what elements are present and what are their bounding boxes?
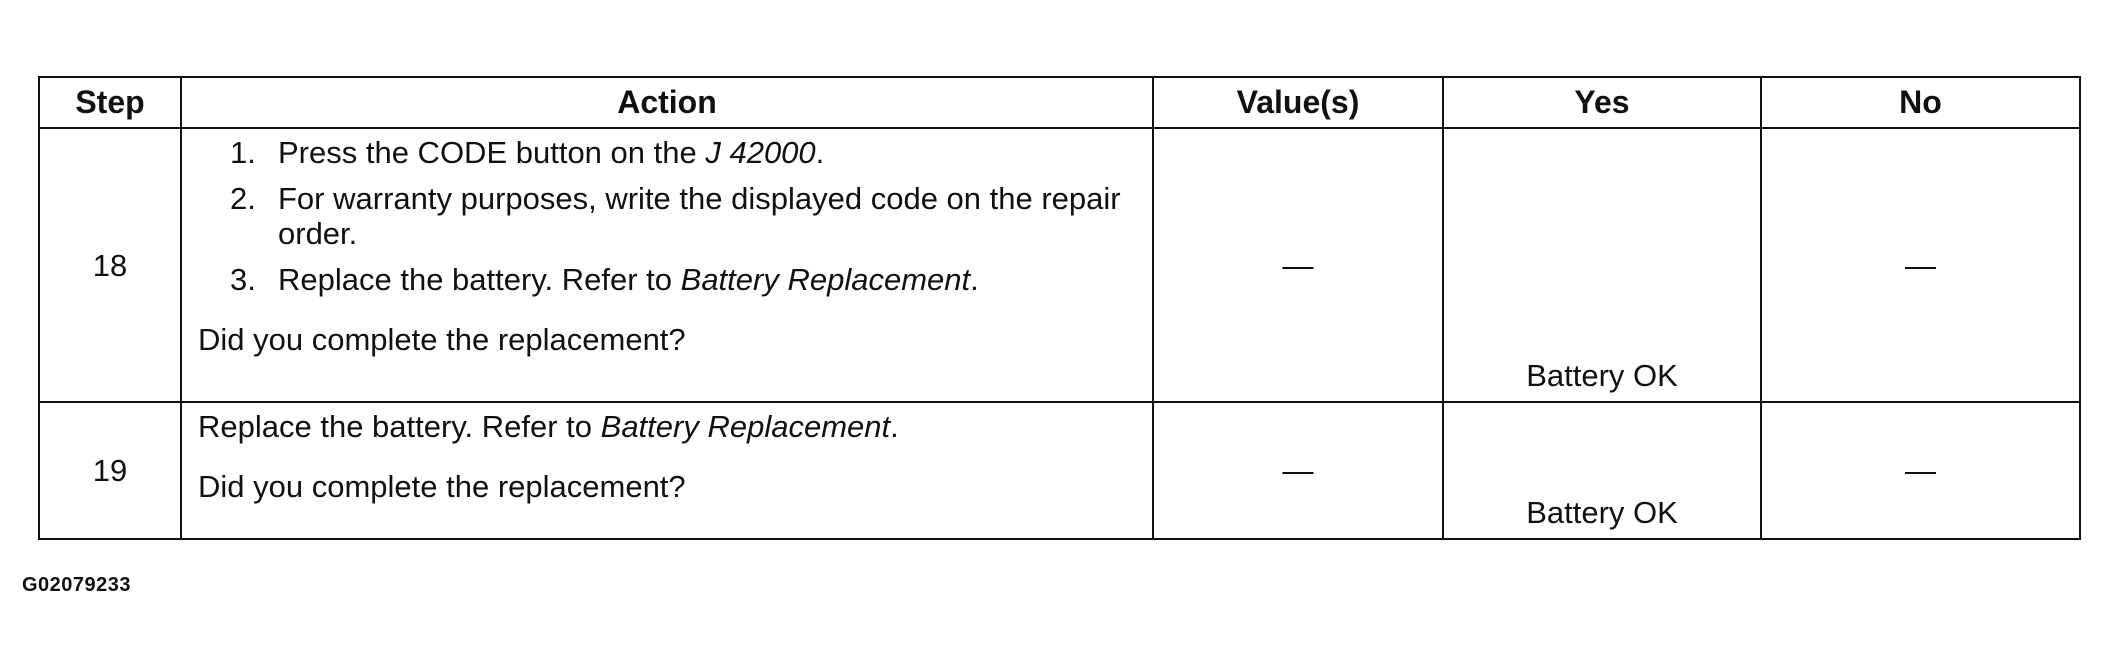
action-step-item: 1. Press the CODE button on the J 42000. <box>198 135 1138 170</box>
values-cell: — <box>1152 127 1444 403</box>
action-question: Did you complete the replacement? <box>198 322 686 357</box>
step-item-number: 2. <box>230 181 256 216</box>
step-item-suffix: . <box>970 262 979 297</box>
step-item-text: Replace the battery. Refer to <box>278 262 681 297</box>
action-step-item: 2. For warranty purposes, write the displ… <box>198 181 1138 251</box>
header-values: Value(s) <box>1152 76 1444 129</box>
procedure-reference: Battery Replacement <box>680 262 971 297</box>
no-cell: — <box>1760 127 2081 403</box>
values-cell: — <box>1152 401 1444 540</box>
header-row: Step Action Value(s) Yes No <box>38 76 2081 129</box>
action-text-suffix: . <box>890 409 899 444</box>
header-action: Action <box>180 76 1154 129</box>
step-item-text: For warranty purposes, write the display… <box>278 181 1121 251</box>
header-yes: Yes <box>1442 76 1762 129</box>
yes-cell: Battery OK <box>1442 127 1762 403</box>
action-text: Replace the battery. Refer to Battery Re… <box>198 409 1138 444</box>
action-step-item: 3. Replace the battery. Refer to Battery … <box>198 262 1138 297</box>
step-number: 19 <box>38 401 182 540</box>
figure-id: G02079233 <box>22 574 132 596</box>
step-item-number: 1. <box>230 135 256 170</box>
step-number: 18 <box>38 127 182 403</box>
action-cell: Replace the battery. Refer to Battery Re… <box>180 401 1154 540</box>
action-question: Did you complete the replacement? <box>198 469 686 504</box>
step-item-suffix: . <box>815 135 825 170</box>
no-cell: — <box>1760 401 2081 540</box>
header-step: Step <box>38 76 182 129</box>
table-row-step-19: 19 Replace the battery. Refer to Battery… <box>38 401 2081 540</box>
action-steps-list: 1.Press the CODE button on the J 42000. … <box>198 135 1138 297</box>
tool-reference: J 42000 <box>705 135 816 170</box>
action-text-main: Replace the battery. Refer to <box>198 409 601 444</box>
table-row-step-18: 18 1. Press the CODE button on the J 4200… <box>38 127 2081 403</box>
step-item-number: 3. <box>230 262 256 297</box>
diagnostic-table: Step Action Value(s) Yes No 18 1. Press t… <box>38 76 2081 540</box>
header-no: No <box>1760 76 2081 129</box>
step-item-text: Press the CODE button on the <box>278 135 706 170</box>
procedure-reference: Battery Replacement <box>600 409 891 444</box>
yes-cell: Battery OK <box>1442 401 1762 540</box>
action-cell: 1.Press the CODE button on the J 42000. … <box>180 127 1154 403</box>
